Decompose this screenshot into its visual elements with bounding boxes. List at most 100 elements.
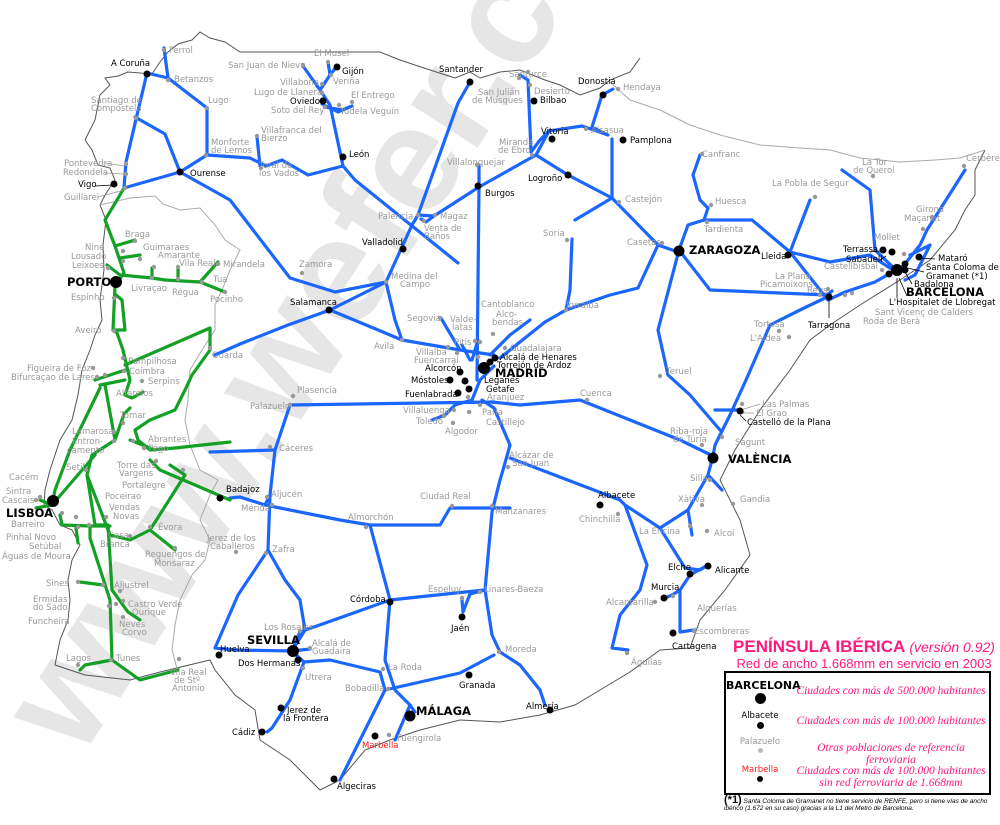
title-main: PENÍNSULA IBÉRICA [733, 637, 905, 656]
place-label: Pontevedra [64, 159, 112, 169]
place-label: Magaz [440, 212, 468, 222]
place-label: Lugo de Llanera [254, 88, 322, 98]
place-label: Aranjuez [487, 393, 525, 403]
place-label: Cáceres [279, 444, 314, 454]
place-label: Novas [113, 512, 140, 522]
place-label: Alcalá de Henares [500, 353, 577, 363]
place-label: Valladolid [362, 238, 403, 248]
place-label: Zafra [272, 545, 295, 555]
place-label: Sagunt [735, 438, 766, 448]
place-label: Bierzo [261, 134, 288, 144]
place-label: Torralba [564, 301, 599, 311]
legend-sample-label: Palazuelo [739, 737, 781, 747]
place-label: Cerbère [966, 153, 1000, 164]
place-label: de Querol [853, 166, 895, 176]
place-label: Toral de [258, 161, 292, 171]
place-label: Getafe [486, 385, 515, 395]
place-label: Águas de Moura [2, 550, 71, 562]
place-label: San Juan de Nieva [228, 61, 305, 71]
place-label: Tomar [119, 411, 146, 421]
place-label: Castro Verde [128, 600, 182, 610]
place-label: Lleida [761, 252, 786, 262]
place-label: Sabadell [846, 255, 883, 265]
legend-row-500k: BARCELONA Ciudades con más de 500.000 ha… [726, 679, 989, 707]
place-label: Alcalá de [312, 639, 351, 649]
legend-text: Ciudades con más de 500.000 habitantes [796, 685, 986, 697]
place-label: Guadalajara [510, 344, 562, 354]
place-label: Santander [439, 65, 484, 75]
place-label: Jerez de los [206, 534, 256, 544]
place-label: Teruel [665, 367, 691, 377]
place-label: León [349, 149, 369, 160]
place-label: Setúbal [29, 542, 61, 552]
place-label: Ermidas [33, 595, 68, 605]
place-label: Campo [400, 280, 430, 290]
place-label: Jaén [450, 623, 469, 634]
place-label: PORTO [67, 275, 111, 289]
place-label: Pampilhosa [128, 357, 177, 367]
place-label: los Vados [259, 169, 300, 179]
place-label: Espinho [71, 293, 105, 303]
place-label: Lousado [71, 252, 106, 262]
place-label: Huelva [220, 645, 250, 655]
place-label: L'Hospitalet de Llobregat [889, 298, 996, 308]
coastline [43, 31, 986, 791]
legend-text: Ciudades con más de 100.000 habitantes [796, 715, 986, 727]
place-label: Monforte [211, 138, 249, 148]
place-label: Funcheira [28, 617, 70, 627]
place-label: Donostia [578, 77, 616, 87]
place-label: Canfranc [702, 150, 741, 160]
place-label: Cuenca [580, 389, 612, 399]
place-label: de Ebro [498, 146, 531, 156]
place-label: Venta de [424, 224, 462, 234]
place-label: Chinchilla [579, 515, 620, 525]
place-label: Ourense [190, 169, 226, 179]
place-label: Gandia [740, 495, 770, 505]
legend-row-100k: Albacete Ciudades con más de 100.000 hab… [726, 711, 989, 737]
city-dots-500k [47, 245, 903, 722]
place-label: Pégo [148, 443, 169, 454]
place-label: Marbella [362, 741, 399, 751]
place-label: Redondela [63, 168, 108, 178]
place-label: Roda de Berà [863, 317, 920, 327]
place-label: Alcoi [714, 529, 734, 539]
place-label: Évora [158, 521, 182, 533]
place-label: Castellbisbal [824, 262, 878, 272]
place-label: Espeluy [428, 585, 461, 595]
place-label: El Entrego [351, 91, 395, 101]
place-label: Poceirao [105, 492, 141, 502]
place-label: Vila Real [179, 259, 216, 269]
place-label: Pamplona [630, 136, 672, 146]
legend-sample-label: Albacete [741, 711, 779, 721]
place-label: Abrantes [148, 435, 187, 445]
place-label: camento [67, 446, 104, 456]
place-label: MÁLAGA [416, 703, 471, 718]
place-label: Guadaira [312, 647, 351, 657]
place-label: Soto del Rey [271, 106, 324, 116]
big-city-dot-icon [754, 693, 766, 704]
place-label: Mirandela [223, 260, 265, 270]
place-label: Sintra [6, 487, 31, 497]
legend-sample-label: Marbella [741, 765, 779, 775]
place-label: Salamanca [290, 298, 337, 308]
place-label: Silla [690, 474, 708, 484]
place-label: Villalonquejar [447, 158, 505, 168]
place-label: Moreda [505, 645, 537, 655]
place-label: Almería [526, 702, 559, 712]
place-label: de Túria [673, 435, 707, 445]
place-label: Medina del [391, 272, 438, 282]
place-label: Badajoz [226, 485, 260, 495]
place-label: Badalona [914, 280, 954, 290]
place-label: Branca [100, 540, 130, 550]
legend-sample-label: BARCELONA [726, 679, 801, 692]
place-label: Almorchón [348, 512, 394, 523]
place-label: Alcorcón [425, 363, 462, 374]
place-label: Mérida [241, 503, 270, 514]
place-label: Riba-roja [670, 427, 708, 437]
place-label: Leganés [484, 375, 520, 386]
place-label: Torre das [116, 461, 156, 471]
place-label: L'Aldea [750, 334, 781, 344]
place-label: Las Palmas [762, 400, 810, 410]
place-label: Cascais [2, 496, 35, 506]
